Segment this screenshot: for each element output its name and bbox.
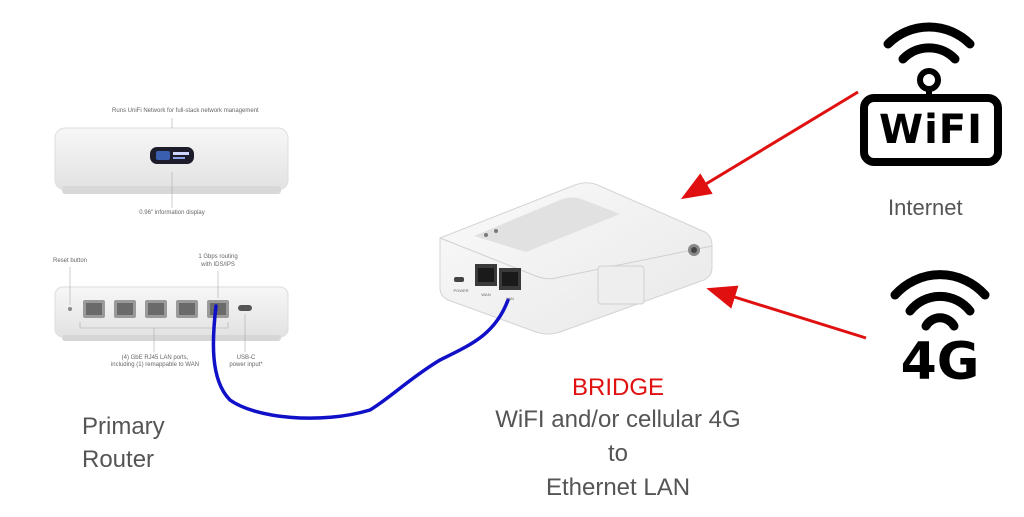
router-back-view: [54, 267, 289, 352]
wifi-icon-text: WiFI: [878, 107, 984, 153]
usbc-label-line1: USB-C: [236, 355, 256, 361]
bridge-side-cover: [597, 265, 645, 305]
bridge-port-power-label: POWER: [453, 288, 469, 293]
bridge-device: [439, 182, 713, 335]
bridge-port-lan-label: LAN: [506, 296, 514, 301]
cellular-4g-text: 4G: [900, 332, 980, 392]
router-caption-line2: Router: [82, 446, 155, 473]
router-top-callout: Runs UniFi Network for full-stack networ…: [112, 108, 259, 114]
internet-label: Internet: [888, 195, 963, 220]
reset-button-label: Reset button: [52, 258, 88, 264]
bridge-port-wan-label: WAN: [481, 292, 491, 297]
usbc-label-line2: power input*: [229, 362, 263, 368]
usbc-port: [238, 305, 252, 311]
routing-label-line2: with IDS/IPS: [201, 262, 235, 268]
routing-label-line1: 1 Gbps routing: [198, 254, 238, 260]
lan-ports: [83, 300, 229, 318]
bridge-description-line1: WiFI and/or cellular 4G: [495, 406, 741, 433]
ethernet-cable: [211, 298, 510, 420]
router-caption-line1: Primary: [82, 413, 165, 440]
bridge-description-line2: to: [607, 440, 628, 467]
wifi-icon: [860, 22, 1002, 166]
lan-ports-label-line2: including (1) remappable to WAN: [110, 362, 200, 368]
arrow-4g-to-bridge: [706, 285, 867, 340]
cellular-4g-icon: [890, 270, 990, 331]
router-top-view: [54, 118, 289, 208]
bridge-title: BRIDGE: [571, 374, 664, 401]
bridge-usb-port: [454, 277, 464, 282]
lan-ports-label-line1: (4) GbE RJ45 LAN ports,: [121, 355, 189, 361]
reset-button: [68, 307, 72, 311]
arrow-wifi-to-bridge: [680, 90, 859, 200]
bridge-description-line3: Ethernet LAN: [545, 474, 691, 501]
router-display-callout: 0.96" information display: [139, 210, 205, 216]
